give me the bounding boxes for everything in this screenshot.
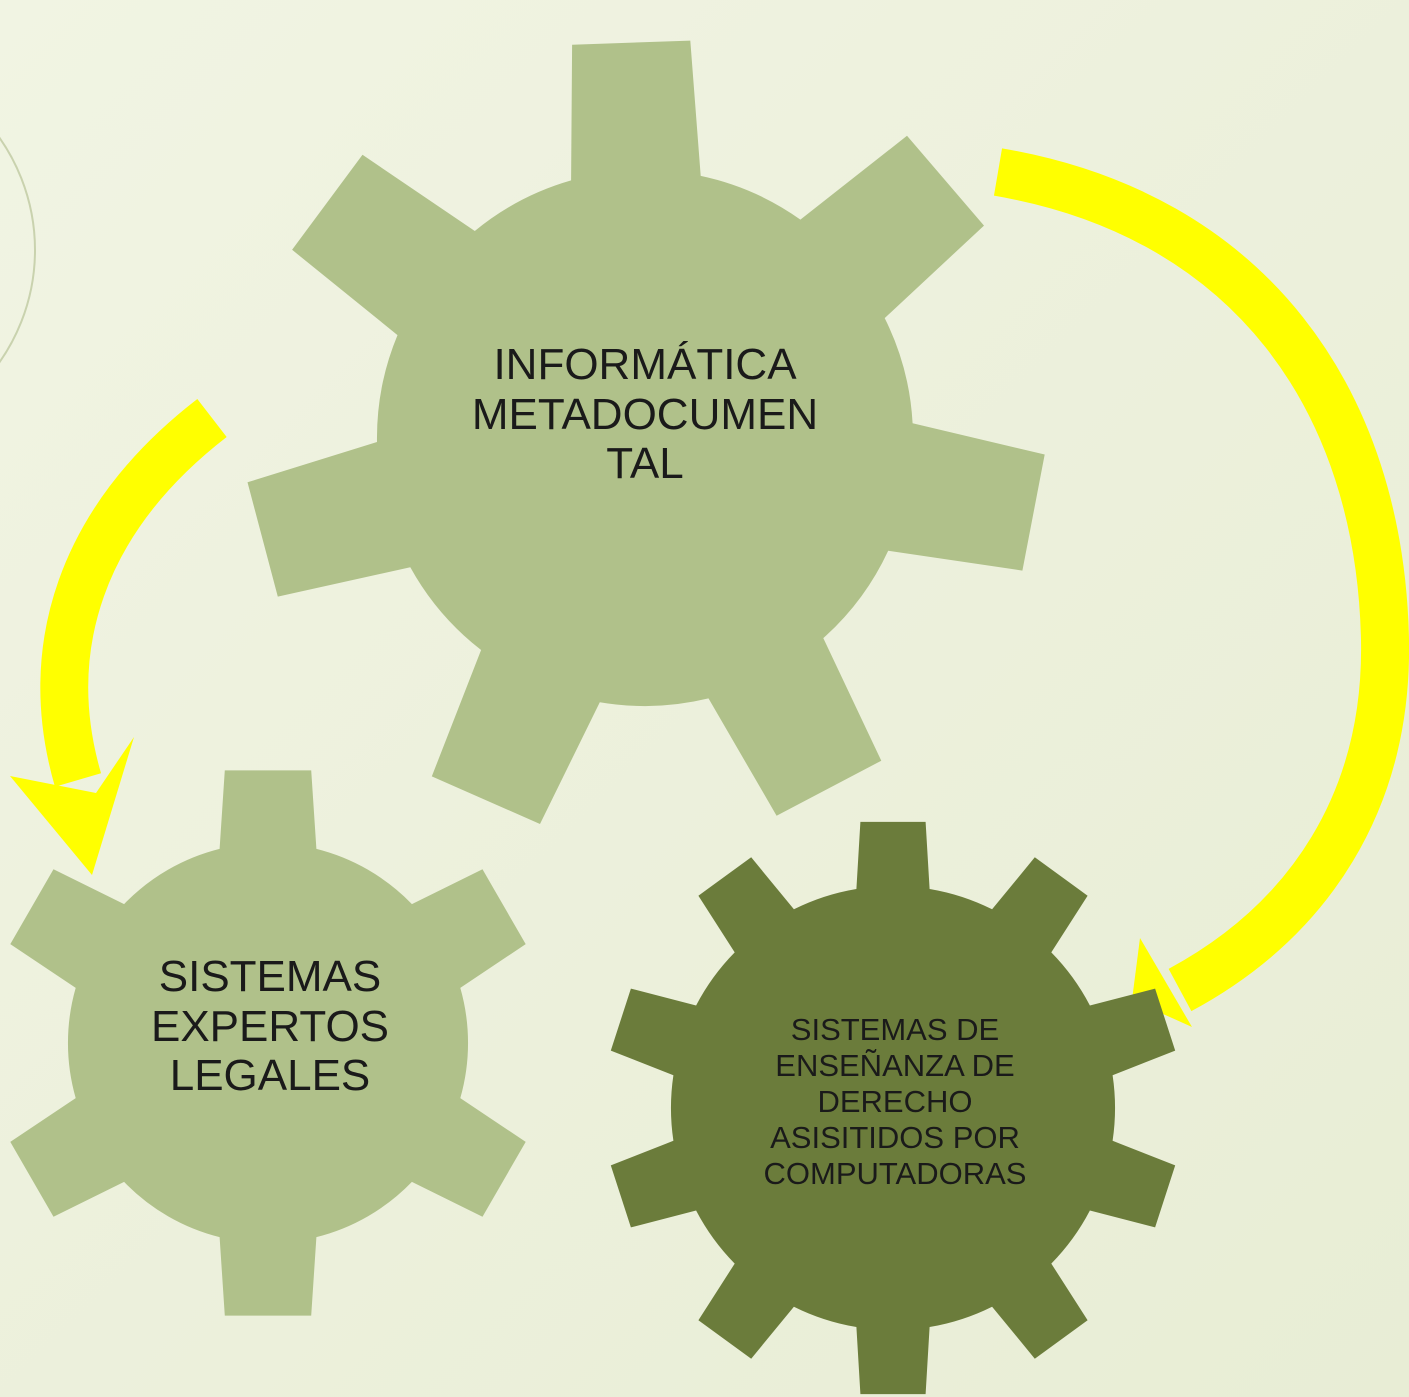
gear-informatica-metadocumental xyxy=(247,40,1045,825)
label-line: SISTEMAS xyxy=(158,952,382,1001)
label-line: SISTEMAS DE xyxy=(790,1012,1000,1047)
arrow-left-body xyxy=(40,399,227,787)
gear-label-sistemas-ensenanza-derecho: SISTEMAS DE ENSEÑANZA DE DERECHO ASISITI… xyxy=(720,1012,1070,1192)
label-line: LEGALES xyxy=(169,1051,371,1101)
arrow-right-body xyxy=(993,148,1409,1012)
gear-label-sistemas-expertos-legales: SISTEMAS EXPERTOS LEGALES xyxy=(130,952,410,1101)
decorative-circle xyxy=(0,136,36,364)
label-line: COMPUTADORAS xyxy=(763,1155,1027,1191)
label-line: DERECHO xyxy=(817,1083,973,1119)
label-line: TAL xyxy=(606,439,684,489)
label-line: ASISITIDOS POR xyxy=(770,1119,1020,1155)
gear-label-informatica-metadocumental: INFORMÁTICA METADOCUMEN TAL xyxy=(420,340,870,489)
label-line: EXPERTOS xyxy=(150,1001,390,1051)
label-line: METADOCUMEN xyxy=(471,389,819,439)
gears-group xyxy=(10,40,1176,1395)
label-line: INFORMÁTICA xyxy=(493,340,797,389)
arrow-left-head xyxy=(10,737,134,875)
gear-sistemas-expertos-legales xyxy=(10,770,526,1316)
gear-sistemas-ensenanza-derecho xyxy=(610,821,1176,1395)
label-line: ENSEÑANZA DE xyxy=(775,1047,1015,1083)
